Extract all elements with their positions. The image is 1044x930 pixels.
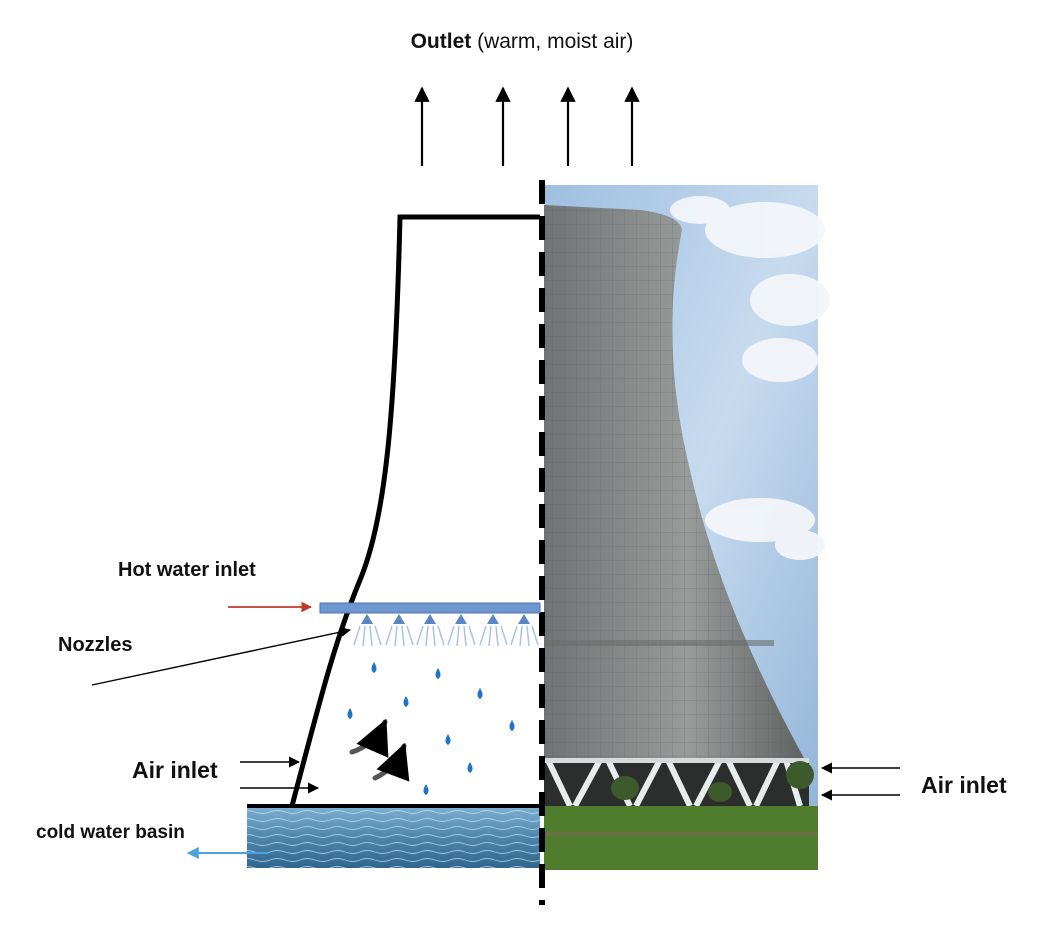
nozzles xyxy=(353,614,539,647)
air-inlet-arrows-right xyxy=(820,762,900,801)
air-inlet-label-left: Air inlet xyxy=(132,757,218,783)
air-inlet-arrows-left xyxy=(240,756,320,794)
nozzle xyxy=(479,614,508,647)
nozzle xyxy=(447,614,476,647)
clouds xyxy=(670,196,830,560)
nozzles-label: Nozzles xyxy=(58,634,133,656)
air-inlet-label-right: Air inlet xyxy=(921,772,1007,798)
water-droplets xyxy=(347,662,515,795)
nozzle xyxy=(510,614,539,647)
droplet xyxy=(347,708,353,719)
droplet xyxy=(477,688,483,699)
hot-water-header-pipe xyxy=(319,602,541,614)
nozzles-pointer xyxy=(91,627,351,686)
droplet xyxy=(423,784,429,795)
droplet xyxy=(435,668,441,679)
outlet-arrows xyxy=(414,86,640,166)
cold-water-basin xyxy=(247,806,540,868)
droplet xyxy=(509,720,515,731)
droplet xyxy=(445,734,451,745)
cooling-tower-photo xyxy=(544,185,830,870)
trees xyxy=(611,761,814,802)
nozzle xyxy=(385,614,414,647)
outlet-title-bold: Outlet xyxy=(410,30,472,53)
tower-outline xyxy=(289,214,540,807)
airflow-arrows xyxy=(349,718,410,782)
outlet-title-rest: (warm, moist air) xyxy=(471,30,634,53)
droplet xyxy=(467,762,473,773)
nozzle xyxy=(416,614,445,647)
droplet xyxy=(371,662,377,673)
cold-water-basin-label: cold water basin xyxy=(36,822,185,843)
nozzle xyxy=(353,614,382,647)
droplet xyxy=(403,696,409,707)
hot-water-inlet-label: Hot water inlet xyxy=(118,559,256,581)
support-columns xyxy=(544,758,809,808)
grass xyxy=(544,806,818,870)
outlet-title: Outlet (warm, moist air) xyxy=(0,30,1044,54)
